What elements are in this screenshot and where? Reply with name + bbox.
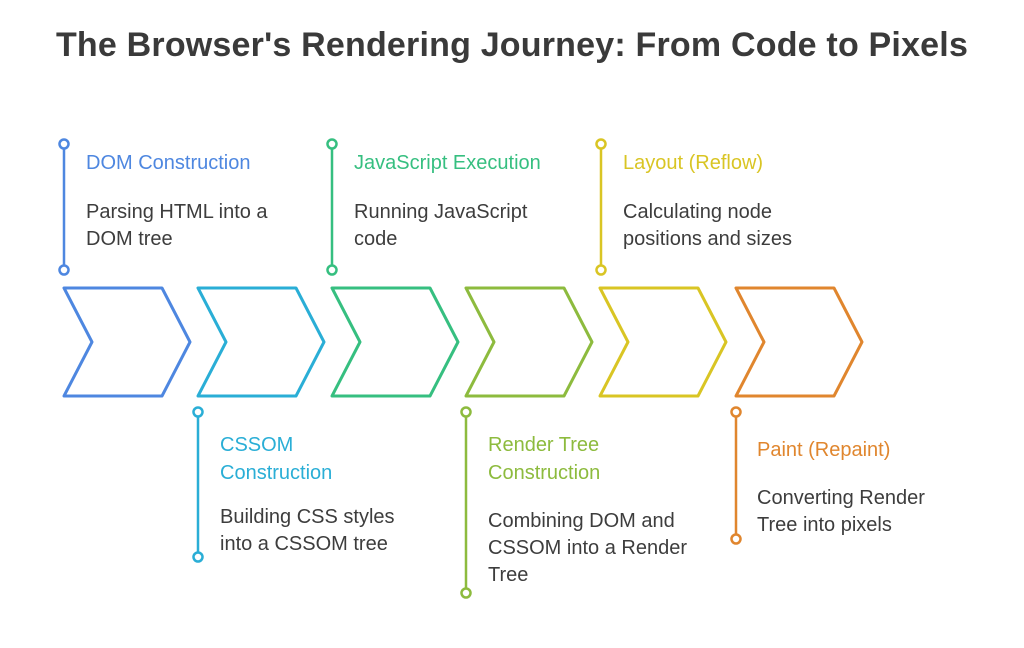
step-6-description: Converting Render Tree into pixels xyxy=(757,487,925,536)
connector-step-6 xyxy=(730,406,742,545)
step-1-title: DOM Construction xyxy=(86,152,251,174)
step-3-description: Running JavaScript code xyxy=(354,201,528,250)
chevron-step-2 xyxy=(196,286,326,398)
connector-step-2 xyxy=(192,406,204,563)
chevron-step-5 xyxy=(598,286,728,398)
step-4-description: Combining DOM and CSSOM into a Render Tr… xyxy=(488,510,687,586)
step-5-title: Layout (Reflow) xyxy=(623,152,764,174)
step-6-title: Paint (Repaint) xyxy=(757,439,891,461)
step-2-title: CSSOM Construction xyxy=(220,434,333,484)
step-1-description: Parsing HTML into a DOM tree xyxy=(86,201,268,250)
connector-step-5 xyxy=(595,138,607,276)
chevron-step-1 xyxy=(62,286,192,398)
chevron-step-4 xyxy=(464,286,594,398)
step-3-title: JavaScript Execution xyxy=(354,152,541,174)
step-4-title: Render Tree Construction xyxy=(488,434,601,484)
diagram-title: The Browser's Rendering Journey: From Co… xyxy=(55,26,969,64)
step-5-description: Calculating node positions and sizes xyxy=(623,201,792,250)
step-2-description: Building CSS styles into a CSSOM tree xyxy=(220,506,395,555)
connector-step-3 xyxy=(326,138,338,276)
connector-step-4 xyxy=(460,406,472,599)
chevron-step-6 xyxy=(734,286,864,398)
chevron-step-3 xyxy=(330,286,460,398)
connector-step-1 xyxy=(58,138,70,276)
